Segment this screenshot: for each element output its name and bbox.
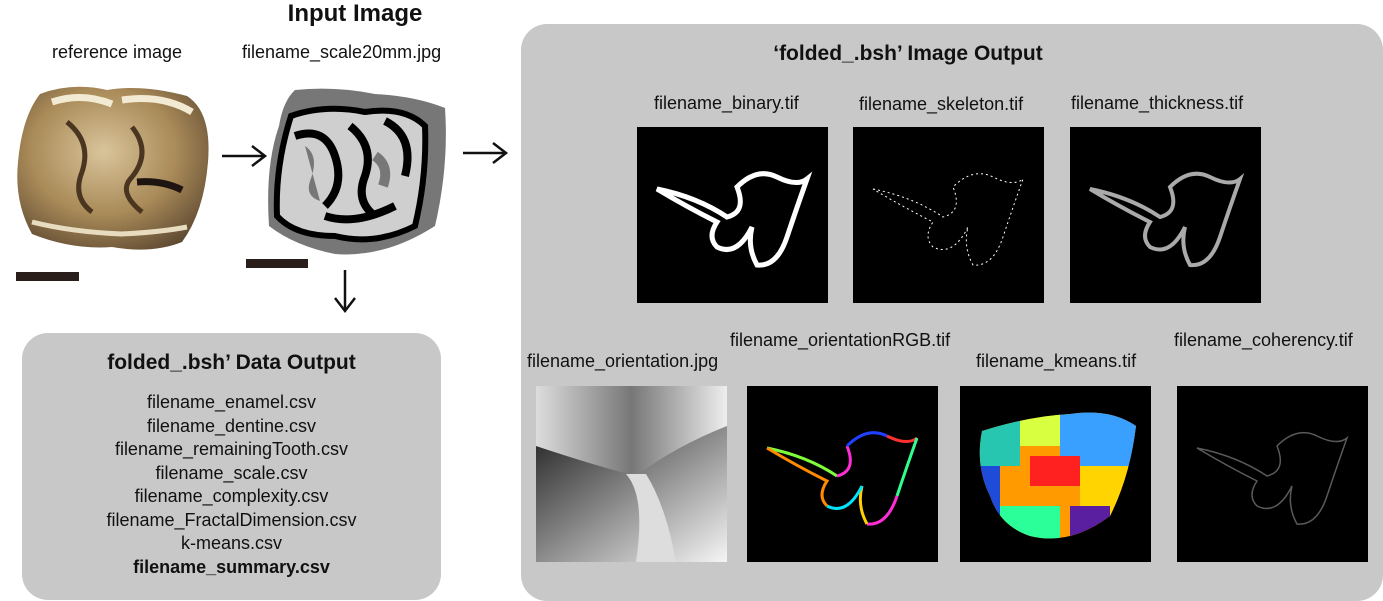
thickness-label: filename_thickness.tif bbox=[1071, 93, 1244, 113]
csv-file-item: filename_FractalDimension.csv bbox=[106, 509, 357, 530]
kmeans-label: filename_kmeans.tif bbox=[976, 351, 1137, 371]
reference-tooth-photo bbox=[17, 86, 209, 250]
orientation-rgb-image bbox=[747, 386, 938, 562]
segmented-tooth-image bbox=[268, 88, 446, 255]
csv-file-item: filename_enamel.csv bbox=[146, 392, 317, 412]
reference-image-label: reference image bbox=[52, 42, 183, 62]
csv-file-item: filename_complexity.csv bbox=[134, 486, 329, 506]
binary-label: filename_binary.tif bbox=[654, 93, 799, 113]
orientation-image bbox=[536, 386, 727, 562]
data-output-panel: folded_.bsh’ Data Output filename_enamel… bbox=[22, 333, 441, 600]
kmeans-image bbox=[960, 386, 1151, 562]
orientation-label: filename_orientation.jpg bbox=[527, 351, 719, 371]
binary-image bbox=[637, 127, 828, 303]
reference-scale-bar bbox=[16, 272, 79, 281]
scale-image-label: filename_scale20mm.jpg bbox=[242, 42, 442, 62]
thickness-image bbox=[1070, 127, 1261, 303]
image-output-title: ‘folded_.bsh’ Image Output bbox=[773, 42, 1043, 65]
arrow-right-icon bbox=[463, 142, 509, 164]
skeleton-label: filename_skeleton.tif bbox=[859, 94, 1024, 114]
csv-file-item: filename_scale.csv bbox=[155, 462, 308, 483]
segmented-scale-bar bbox=[246, 259, 308, 268]
coherency-label: filename_coherency.tif bbox=[1174, 330, 1353, 350]
data-output-title: folded_.bsh’ Data Output bbox=[107, 351, 356, 374]
csv-file-item: filename_remainingTooth.csv bbox=[114, 439, 349, 459]
input-title: Input Image bbox=[287, 0, 423, 27]
arrow-down-icon bbox=[334, 270, 356, 314]
orientation-rgb-label: filename_orientationRGB.tif bbox=[730, 330, 951, 350]
csv-summary-file: filename_summary.csv bbox=[133, 556, 330, 577]
skeleton-image bbox=[853, 127, 1044, 303]
csv-file-item: k-means.csv bbox=[180, 533, 283, 553]
csv-file-list: filename_enamel.csv filename_dentine.csv… bbox=[22, 391, 441, 579]
csv-file-item: filename_dentine.csv bbox=[146, 415, 317, 436]
coherency-image bbox=[1177, 386, 1368, 562]
arrow-right-icon bbox=[222, 145, 268, 167]
